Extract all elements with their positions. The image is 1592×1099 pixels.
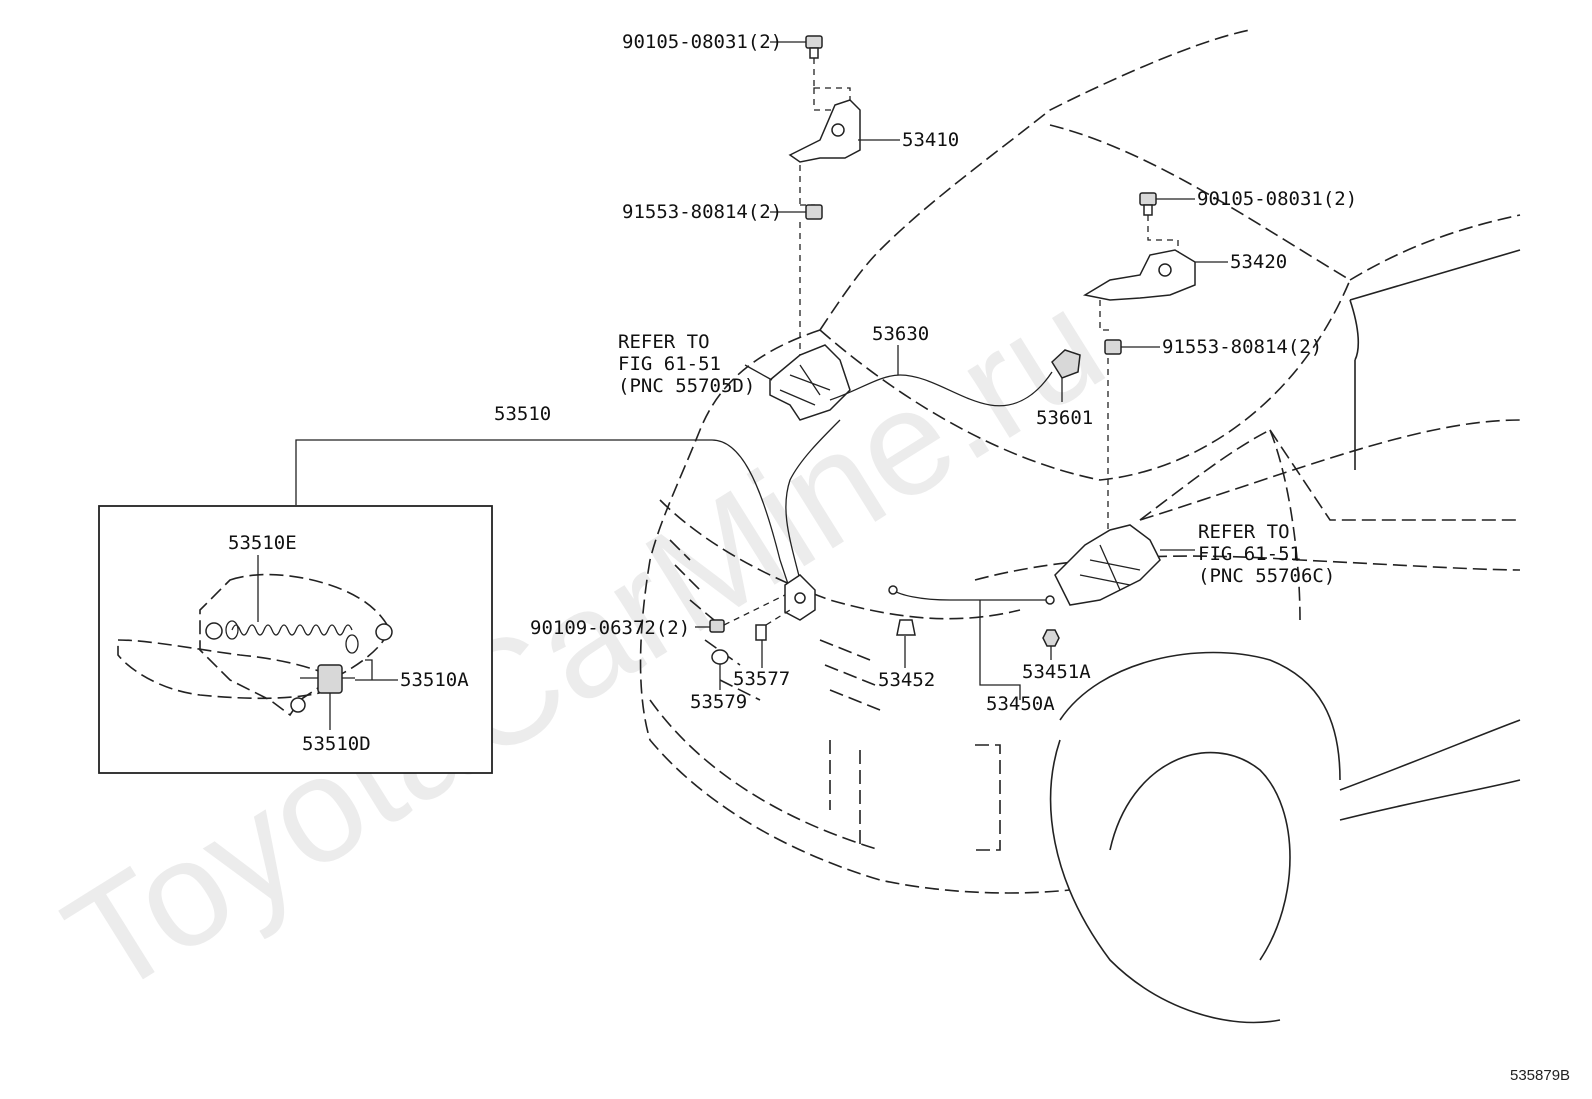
hinge-left-icon xyxy=(788,99,861,163)
label-refer-right-1: REFER TO xyxy=(1198,521,1290,543)
hood-support-right-icon xyxy=(1054,524,1161,606)
release-cable-icon xyxy=(785,371,1053,581)
label-release-lever: 53601 xyxy=(1036,407,1093,429)
label-bolt-top-left: 90105-08031(2) xyxy=(622,31,782,53)
label-lock-sub-d: 53510D xyxy=(302,733,371,755)
label-nut-left: 91553-80814(2) xyxy=(622,201,782,223)
vehicle-outline xyxy=(639,29,1521,1024)
lock-detail-inset: 53510E 53510A 53510D xyxy=(98,505,493,774)
label-bolt-lock: 90109-06372(2) xyxy=(530,617,690,639)
label-hinge-right: 53420 xyxy=(1230,251,1287,273)
label-support-452: 53452 xyxy=(878,669,935,691)
hood-lock-icon xyxy=(784,574,816,621)
label-refer-right-2: FIG 61-51 xyxy=(1198,543,1301,565)
label-support-451a: 53451A xyxy=(1022,661,1091,683)
bolt-lock-icon xyxy=(709,619,725,633)
hinge-right-group: 90105-08031(2) 53420 91553-80814(2) xyxy=(1082,188,1357,540)
label-lock-sub-e: 53510E xyxy=(228,532,297,554)
bolt-top-right-icon xyxy=(1139,192,1157,216)
label-support-450a: 53450A xyxy=(986,693,1055,715)
figure-id: 535879B xyxy=(1510,1067,1570,1084)
hood-support-left-icon xyxy=(769,344,851,421)
label-lock-assy: 53510 xyxy=(494,403,551,425)
label-bolt-top-right: 90105-08031(2) xyxy=(1197,188,1357,210)
label-refer-right-3: (PNC 55706C) xyxy=(1198,565,1335,587)
label-lock-sub-a: 53510A xyxy=(400,669,469,691)
label-hinge-left: 53410 xyxy=(902,129,959,151)
support-452-icon xyxy=(896,619,916,636)
label-refer-left-1: REFER TO xyxy=(618,331,710,353)
label-refer-left-3: (PNC 55705D) xyxy=(618,375,755,397)
support-450a-group: 53452 53451A 53450A xyxy=(878,585,1091,715)
label-grommet-579: 53579 xyxy=(690,691,747,713)
nut-right-icon xyxy=(1104,339,1122,355)
label-nut-right: 91553-80814(2) xyxy=(1162,336,1322,358)
bolt-top-left-icon xyxy=(805,35,823,59)
hinge-right-icon xyxy=(1082,249,1196,301)
nut-left-icon xyxy=(805,204,823,220)
release-lever-icon xyxy=(1051,349,1081,379)
grommet-579-icon xyxy=(711,649,729,665)
hinge-left-group: 90105-08031(2) 53410 91553-80814(2) xyxy=(622,31,959,355)
label-clip-577: 53577 xyxy=(733,668,790,690)
clip-577-icon xyxy=(755,624,767,641)
label-cable: 53630 xyxy=(872,323,929,345)
support-451a-icon xyxy=(1042,629,1060,647)
label-refer-left-2: FIG 61-51 xyxy=(618,353,721,375)
